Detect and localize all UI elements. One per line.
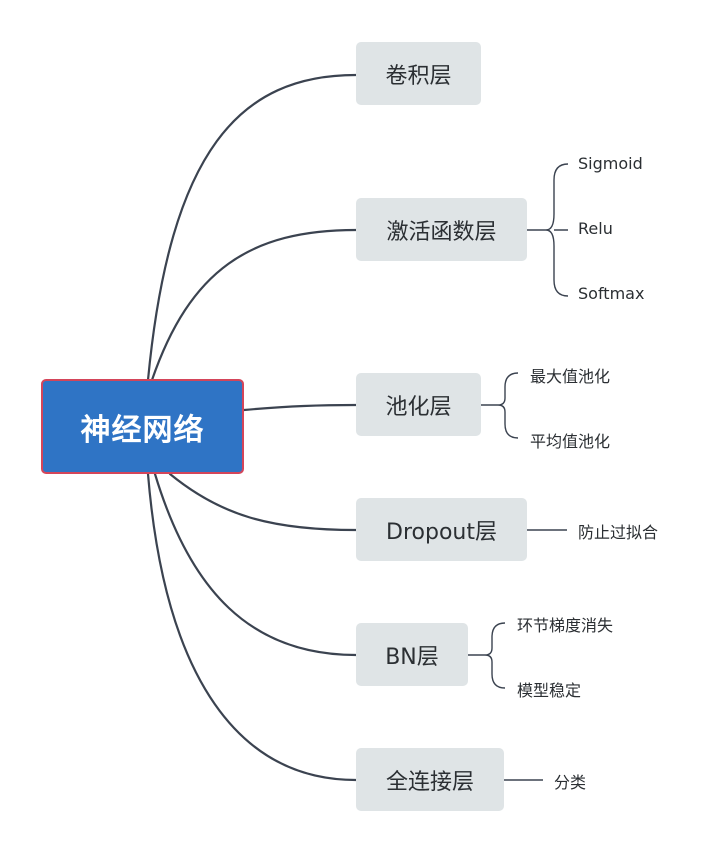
node-juanji[interactable]: 卷积层 [356, 42, 481, 105]
connector-root-jihuo [150, 228, 358, 382]
leaf-avg-pooling[interactable]: 平均值池化 [530, 432, 611, 451]
leaf-gradient-vanishing[interactable]: 环节梯度消失 [517, 616, 614, 635]
node-chihua[interactable]: 池化层 [356, 373, 481, 436]
node-dropout[interactable]: Dropout层 [356, 498, 527, 561]
leaf-max-pooling[interactable]: 最大值池化 [530, 367, 611, 386]
bracket-jihuo [527, 163, 569, 297]
node-bn[interactable]: BN层 [356, 623, 468, 686]
node-jihuo[interactable]: 激活函数层 [356, 198, 527, 261]
leaf-relu[interactable]: Relu [578, 219, 613, 238]
bracket-chihua [481, 372, 519, 439]
connector-root-dropout [168, 472, 358, 532]
leaf-softmax[interactable]: Softmax [578, 284, 645, 303]
connector-root-chihua [242, 403, 358, 412]
leaf-sigmoid[interactable]: Sigmoid [578, 154, 643, 173]
leaf-classification[interactable]: 分类 [554, 773, 587, 792]
leaf-model-stable[interactable]: 模型稳定 [517, 681, 582, 700]
bracket-bn [468, 622, 506, 689]
leaf-prevent-overfitting[interactable]: 防止过拟合 [578, 523, 659, 542]
connector-root-quanlianjie [146, 472, 358, 782]
node-quanlianjie[interactable]: 全连接层 [356, 748, 504, 811]
connector-root-juanji [146, 73, 358, 382]
root-node[interactable]: 神经网络 [41, 379, 244, 474]
connector-root-bn [153, 472, 358, 657]
